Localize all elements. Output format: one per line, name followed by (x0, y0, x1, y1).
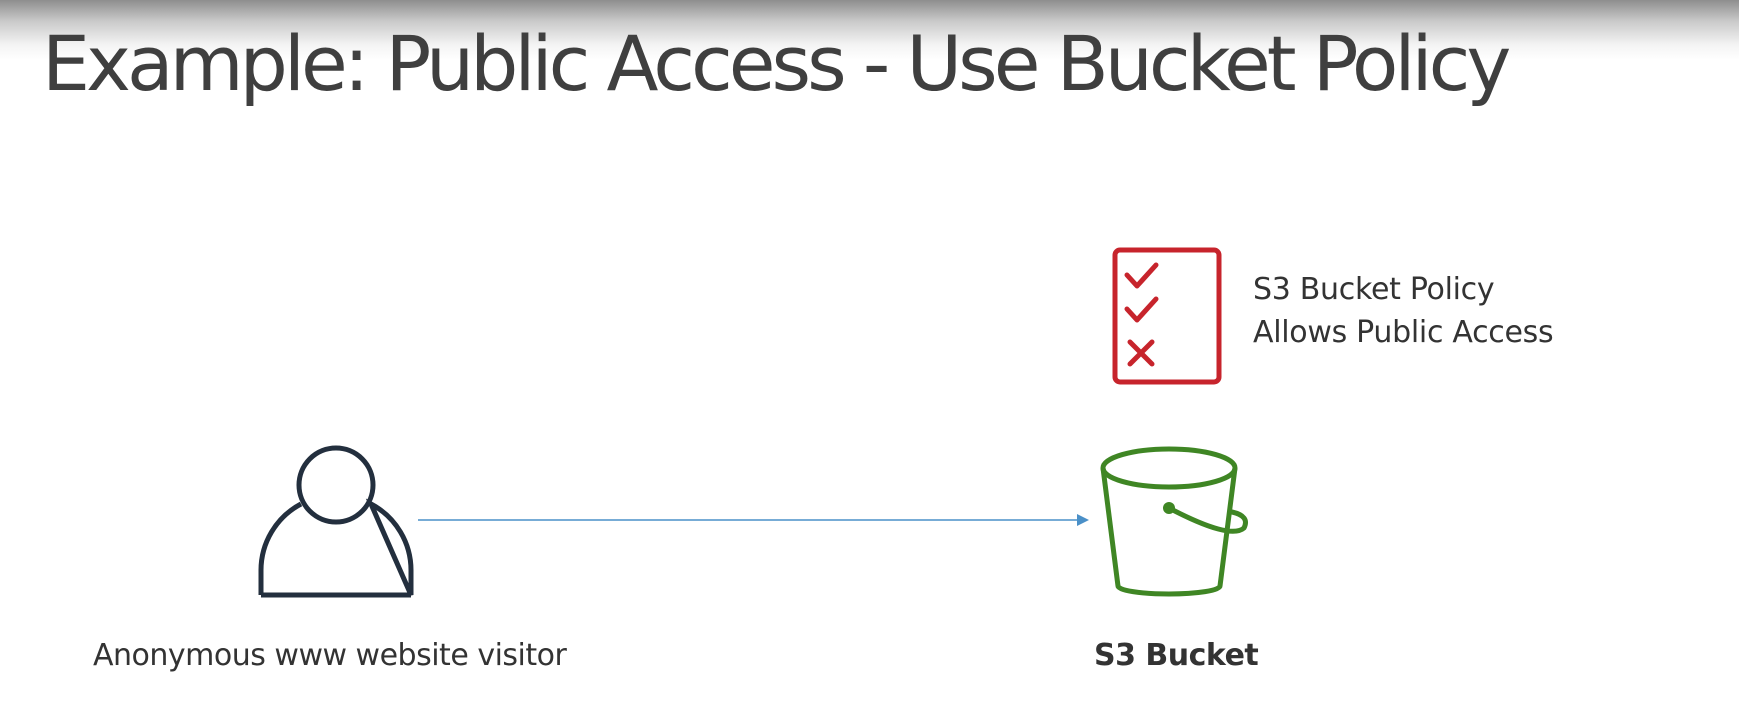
policy-label-line-1: S3 Bucket Policy (1253, 272, 1495, 307)
policy-label-line-2: Allows Public Access (1253, 315, 1554, 350)
page-title: Example: Public Access - Use Bucket Poli… (42, 19, 1511, 108)
visitor-label: Anonymous www website visitor (93, 638, 567, 673)
title-bar-shade (0, 0, 1739, 60)
user-icon (258, 445, 414, 598)
bucket-label: S3 Bucket (1094, 638, 1259, 673)
policy-label: S3 Bucket Policy Allows Public Access (1253, 268, 1554, 354)
s3-bucket-icon (1100, 446, 1248, 597)
request-arrow (418, 514, 1089, 526)
policy-checklist-icon (1112, 247, 1222, 385)
